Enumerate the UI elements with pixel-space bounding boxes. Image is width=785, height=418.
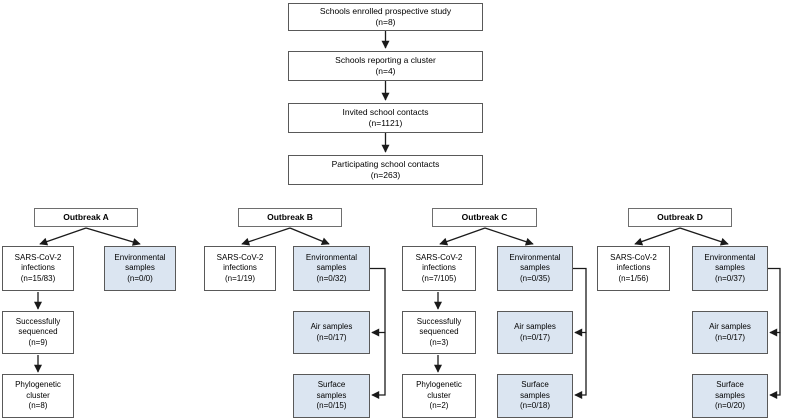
box-d-air-samples: Air samples (n=0/17) bbox=[692, 311, 768, 354]
box-c-successfully-sequenced: Successfully sequenced (n=3) bbox=[402, 311, 476, 354]
box-b-environmental-samples: Environmental samples (n=0/32) bbox=[293, 246, 370, 291]
arrow-d-environmental-to-surface bbox=[769, 332, 781, 399]
header-outbreak-c: Outbreak C bbox=[432, 208, 537, 227]
box-schools-enrolled: Schools enrolled prospective study (n=8) bbox=[288, 3, 483, 31]
arrow-b-environmental-to-air bbox=[370, 267, 386, 337]
box-participating-contacts: Participating school contacts (n=263) bbox=[288, 155, 483, 185]
arrow-d-header-to-infections bbox=[634, 227, 681, 246]
arrow-c-environmental-to-air bbox=[573, 267, 587, 337]
box-d-surface-samples: Surface samples (n=0/20) bbox=[692, 374, 768, 418]
box-a-successfully-sequenced: Successfully sequenced (n=9) bbox=[2, 311, 74, 354]
arrow-c-header-to-infections bbox=[439, 227, 486, 246]
box-d-environmental-samples: Environmental samples (n=0/37) bbox=[692, 246, 768, 291]
arrow-b-header-to-environmental bbox=[289, 227, 330, 245]
box-schools-reporting-cluster: Schools reporting a cluster (n=4) bbox=[288, 51, 483, 81]
box-c-air-samples: Air samples (n=0/17) bbox=[497, 311, 573, 354]
arrow-a-header-to-infections bbox=[39, 227, 87, 246]
box-a-phylogenetic-cluster: Phylogenetic cluster (n=8) bbox=[2, 374, 74, 418]
box-c-environmental-samples: Environmental samples (n=0/35) bbox=[497, 246, 573, 291]
header-outbreak-a: Outbreak A bbox=[34, 208, 138, 227]
box-c-infections: SARS-CoV-2 infections (n=7/105) bbox=[402, 246, 476, 291]
arrow-d-header-to-environmental bbox=[679, 227, 729, 246]
arrow-b-environmental-to-surface bbox=[371, 332, 386, 399]
box-b-air-samples: Air samples (n=0/17) bbox=[293, 311, 370, 354]
box-c-surface-samples: Surface samples (n=0/18) bbox=[497, 374, 573, 418]
box-a-infections: SARS-CoV-2 infections (n=15/83) bbox=[2, 246, 74, 291]
box-b-surface-samples: Surface samples (n=0/15) bbox=[293, 374, 370, 418]
arrow-c-environmental-to-surface bbox=[574, 332, 587, 399]
arrow-b-header-to-infections bbox=[241, 227, 291, 246]
box-d-infections: SARS-CoV-2 infections (n=1/56) bbox=[597, 246, 670, 291]
box-b-infections: SARS-CoV-2 infections (n=1/19) bbox=[204, 246, 276, 291]
arrow-a-header-to-environmental bbox=[85, 227, 141, 246]
box-a-environmental-samples: Environmental samples (n=0/0) bbox=[104, 246, 176, 291]
box-invited-contacts: Invited school contacts (n=1121) bbox=[288, 103, 483, 133]
arrow-c-header-to-environmental bbox=[484, 227, 534, 246]
box-c-phylogenetic-cluster: Phylogenetic cluster (n=2) bbox=[402, 374, 476, 418]
header-outbreak-d: Outbreak D bbox=[628, 208, 732, 227]
arrow-d-environmental-to-air bbox=[768, 267, 781, 337]
header-outbreak-b: Outbreak B bbox=[238, 208, 342, 227]
